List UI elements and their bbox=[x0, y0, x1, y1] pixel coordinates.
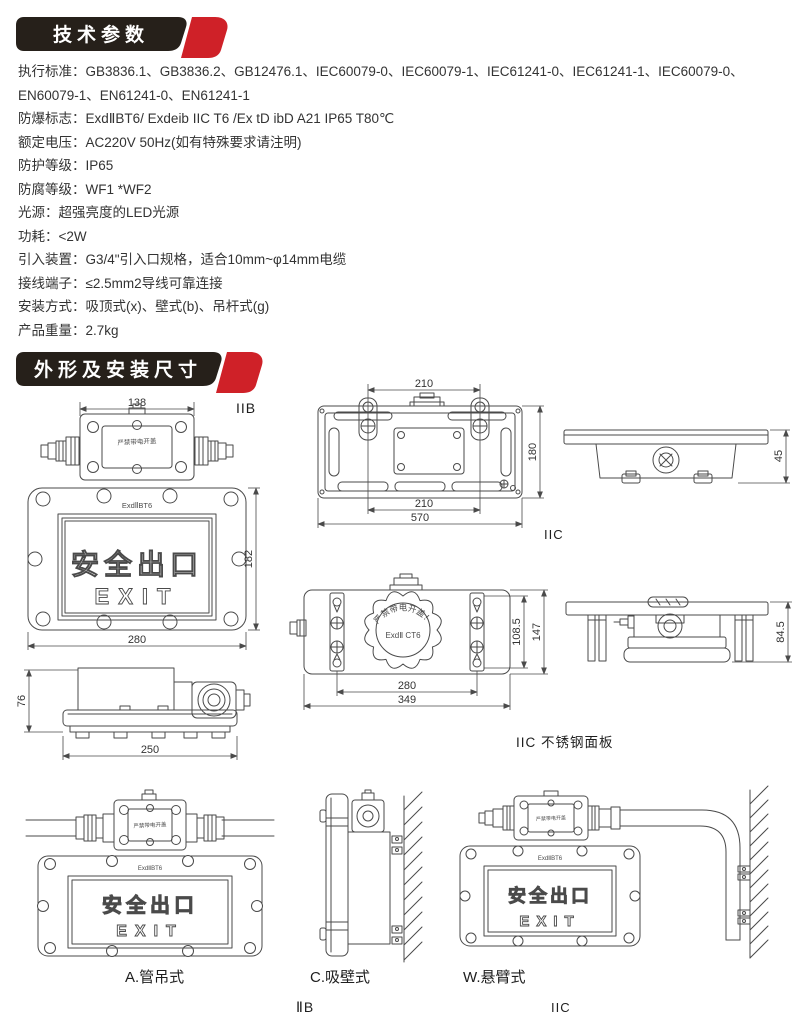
label-iic: IIC bbox=[544, 527, 564, 542]
drawing-mount-wall bbox=[319, 789, 423, 963]
label-iib: IIB bbox=[236, 400, 257, 416]
junction-box-warning-text: 严禁带电开盖 bbox=[117, 436, 157, 447]
junction-box bbox=[40, 403, 234, 481]
svg-text:570: 570 bbox=[411, 512, 429, 524]
drawing-top-view-iib: 76 250 bbox=[16, 667, 251, 760]
dim-182: 182 bbox=[243, 487, 260, 631]
dim-138: 138 bbox=[79, 397, 195, 416]
label-mount-w: W.悬臂式 bbox=[463, 969, 526, 986]
rear-body bbox=[317, 392, 523, 499]
banner-black-shape bbox=[16, 352, 222, 386]
svg-text:138: 138 bbox=[128, 397, 146, 409]
spec-line: 安装方式：吸顶式(x)、壁式(b)、吊杆式(g) bbox=[18, 299, 270, 314]
svg-text:280: 280 bbox=[398, 680, 416, 692]
spec-line: EN60079-1、EN61241-0、EN61241-1 bbox=[18, 87, 250, 103]
fixture-side bbox=[319, 789, 403, 957]
drawing-side-view-mid: 84.5 bbox=[565, 596, 792, 663]
spec-line: 防护等级：IP65 bbox=[18, 158, 114, 173]
dim-280-cover: 280 bbox=[336, 671, 478, 696]
dim-210-bottom: 210 bbox=[367, 498, 481, 513]
spec-line: 额定电压：AC220V 50Hz(如有特殊要求请注明) bbox=[18, 134, 302, 150]
drawing-mount-cantilever: 严禁带电开盖 ExdⅡBT6 安全出口 EXIT bbox=[459, 785, 769, 959]
spec-list: 执行标准：GB3836.1、GB3836.2、GB12476.1、IEC6007… bbox=[18, 60, 790, 342]
svg-text:280: 280 bbox=[128, 634, 146, 646]
wall bbox=[749, 785, 769, 959]
sign-body: ExdⅡBT6 安全出口 EXIT bbox=[37, 855, 263, 957]
ex-marking-text: ExdⅡBT6 bbox=[138, 866, 163, 872]
drawing-mount-pipe: 严禁带电开盖 ExdⅡBT6 安全出口 EXIT bbox=[25, 789, 275, 957]
junction-box bbox=[113, 789, 187, 851]
dim-250: 250 bbox=[62, 736, 238, 760]
top-profile bbox=[62, 667, 251, 739]
banner-red-shape bbox=[216, 352, 263, 393]
spec-line: 光源：超强亮度的LED光源 bbox=[18, 205, 180, 220]
wall bbox=[403, 791, 423, 963]
svg-text:84.5: 84.5 bbox=[775, 621, 787, 642]
spec-line: 防腐等级：WF1 *WF2 bbox=[18, 181, 152, 197]
cover-body bbox=[289, 573, 511, 675]
svg-text:76: 76 bbox=[16, 695, 28, 707]
svg-text:180: 180 bbox=[527, 443, 539, 461]
banner-red-shape bbox=[181, 17, 228, 58]
dim-180: 180 bbox=[522, 405, 544, 499]
svg-text:147: 147 bbox=[531, 623, 543, 641]
section-header-dimensions: 外形及安装尺寸 bbox=[16, 352, 263, 393]
label-mount-a: A.管吊式 bbox=[125, 969, 185, 986]
exit-sign-en-text: EXIT bbox=[95, 584, 180, 609]
spec-line: 防爆标志：ExdⅡBT6/ Exdeib IIC T6 /Ex tD ibD A… bbox=[18, 111, 395, 126]
spec-line: 引入装置：G3/4"引入口规格，适合10mm~φ14mm电缆 bbox=[18, 252, 347, 267]
svg-text:210: 210 bbox=[415, 378, 433, 390]
junction-box bbox=[478, 790, 621, 841]
cover-warning-text: 严禁带电开盖！ bbox=[371, 603, 434, 626]
sign-body: ExdⅡBT6 安全出口 EXIT bbox=[459, 845, 641, 947]
exit-sign-en-text: EXIT bbox=[519, 913, 580, 930]
drawing-front-view-iib: 138 严禁带电开盖 ExdⅡBT6 bbox=[27, 397, 260, 650]
cantilever-pipe bbox=[619, 809, 751, 941]
exit-sign-cn-text: 安全出口 bbox=[508, 885, 592, 906]
drawing-side-view-top: 45 bbox=[563, 429, 790, 484]
ex-marking-text: ExdⅡBT6 bbox=[122, 501, 152, 510]
section-title: 外形及安装尺寸 bbox=[34, 358, 202, 381]
cover-marking-text: ExdⅡ CT6 bbox=[385, 631, 421, 640]
banner-black-shape bbox=[16, 17, 187, 51]
svg-text:45: 45 bbox=[773, 450, 785, 462]
spec-line: 产品重量：2.7kg bbox=[18, 322, 119, 338]
dim-349: 349 bbox=[303, 674, 511, 710]
label-series-iic: IIC bbox=[551, 1000, 571, 1015]
drawing-rear-view-iic: 210 180 210 bbox=[317, 378, 544, 528]
spec-line: 接线端子：≤2.5mm2导线可靠连接 bbox=[18, 275, 223, 291]
dim-570: 570 bbox=[317, 498, 523, 528]
exit-sign-cn-text: 安全出口 bbox=[102, 893, 198, 917]
junction-box-warning-text: 严禁带电开盖 bbox=[536, 814, 566, 823]
dim-210-top: 210 bbox=[367, 378, 481, 393]
dim-76: 76 bbox=[16, 669, 78, 733]
label-iic-panel: IIC 不锈钢面板 bbox=[516, 735, 614, 750]
svg-text:108.5: 108.5 bbox=[511, 618, 523, 646]
drawing-rear-cover-iic: 严禁带电开盖！ ExdⅡ CT6 108.5 147 280 349 bbox=[289, 573, 548, 710]
side-profile bbox=[563, 429, 769, 484]
side-profile-legs bbox=[565, 596, 769, 663]
pipes bbox=[25, 813, 275, 843]
dim-108-5: 108.5 bbox=[484, 595, 528, 669]
section-header-technical-params: 技术参数 bbox=[16, 17, 228, 58]
ex-marking-text: ExdⅡBT6 bbox=[538, 856, 563, 862]
label-mount-c: C.吸壁式 bbox=[310, 969, 371, 986]
svg-text:182: 182 bbox=[243, 550, 255, 568]
svg-text:349: 349 bbox=[398, 694, 416, 706]
dim-147: 147 bbox=[510, 589, 548, 675]
svg-text:210: 210 bbox=[415, 498, 433, 510]
svg-text:250: 250 bbox=[141, 744, 159, 756]
spec-line: 执行标准：GB3836.1、GB3836.2、GB12476.1、IEC6007… bbox=[18, 64, 744, 79]
dim-280: 280 bbox=[27, 632, 247, 650]
exit-sign-en-text: EXIT bbox=[116, 923, 184, 940]
dim-84-5: 84.5 bbox=[732, 601, 792, 663]
label-series-iib: ⅡB bbox=[296, 999, 315, 1015]
dim-45: 45 bbox=[738, 429, 790, 484]
section-title: 技术参数 bbox=[53, 23, 149, 46]
sign-body: ExdⅡBT6 安全出口 EXIT bbox=[27, 487, 247, 631]
junction-box-warning-text: 严禁带电开盖 bbox=[133, 820, 167, 830]
exit-sign-cn-text: 安全出口 bbox=[71, 548, 203, 580]
spec-line: 功耗：<2W bbox=[18, 228, 87, 244]
